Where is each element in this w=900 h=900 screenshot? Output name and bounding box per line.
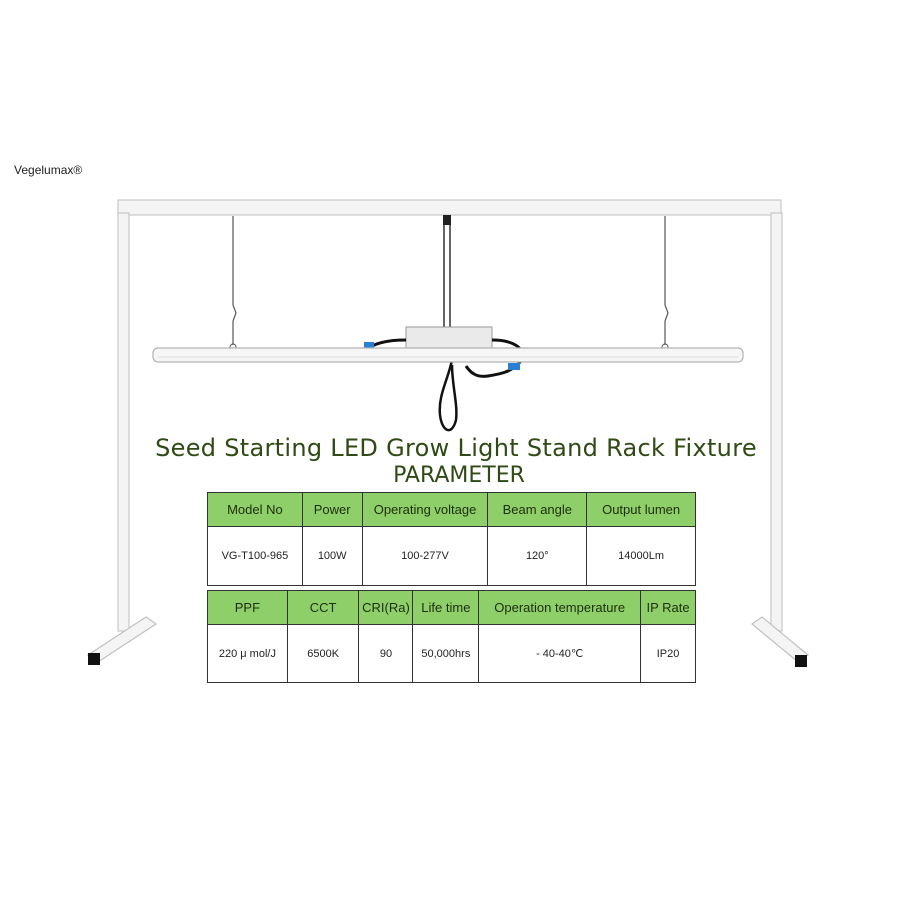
value-ip-rate: IP20: [640, 624, 696, 683]
parameter-table-1: Model No Power Operating voltage Beam an…: [207, 492, 696, 586]
product-title: Seed Starting LED Grow Light Stand Rack …: [155, 434, 757, 462]
table-row: 220 μ mol/J 6500K 90 50,000hrs - 40-40℃ …: [207, 624, 696, 683]
center-hanger-clip: [443, 215, 451, 225]
header-cri: CRI(Ra): [358, 590, 414, 625]
stand-right-leg: [770, 212, 783, 632]
value-output-lumen: 14000Lm: [586, 526, 696, 586]
value-operation-temperature: - 40-40℃: [478, 624, 642, 683]
stand-left-foot-cap: [88, 653, 100, 665]
table-header-row: Model No Power Operating voltage Beam an…: [207, 492, 696, 527]
brand-logo-text: Vegelumax®: [14, 163, 83, 177]
stand-right-foot-cap: [795, 655, 807, 667]
stand-right-foot: [751, 616, 809, 663]
stand-top-bar: [117, 199, 782, 216]
value-cct: 6500K: [286, 624, 360, 683]
value-ppf: 220 μ mol/J: [207, 624, 288, 683]
table-row: VG-T100-965 100W 100-277V 120° 14000Lm: [207, 526, 696, 586]
header-output-lumen: Output lumen: [586, 492, 696, 527]
header-ppf: PPF: [207, 590, 288, 625]
header-cct: CCT: [286, 590, 360, 625]
power-cord-loop: [438, 359, 458, 432]
value-power: 100W: [301, 526, 363, 586]
parameter-table-2: PPF CCT CRI(Ra) Life time Operation temp…: [207, 590, 696, 683]
value-model-no: VG-T100-965: [207, 526, 303, 586]
header-ip-rate: IP Rate: [640, 590, 696, 625]
header-power: Power: [301, 492, 363, 527]
header-beam-angle: Beam angle: [487, 492, 588, 527]
stand-left-leg: [117, 212, 130, 632]
led-light-bar: [152, 347, 744, 363]
power-cable-left: [371, 338, 407, 348]
power-cable-right: [464, 338, 524, 378]
parameter-heading: PARAMETER: [393, 463, 525, 488]
header-life-time: Life time: [412, 590, 480, 625]
header-model-no: Model No: [207, 492, 303, 527]
table-header-row: PPF CCT CRI(Ra) Life time Operation temp…: [207, 590, 696, 625]
value-operating-voltage: 100-277V: [361, 526, 489, 586]
header-operation-temperature: Operation temperature: [478, 590, 642, 625]
header-operating-voltage: Operating voltage: [361, 492, 489, 527]
value-life-time: 50,000hrs: [412, 624, 480, 683]
value-beam-angle: 120°: [487, 526, 588, 586]
value-cri: 90: [358, 624, 414, 683]
